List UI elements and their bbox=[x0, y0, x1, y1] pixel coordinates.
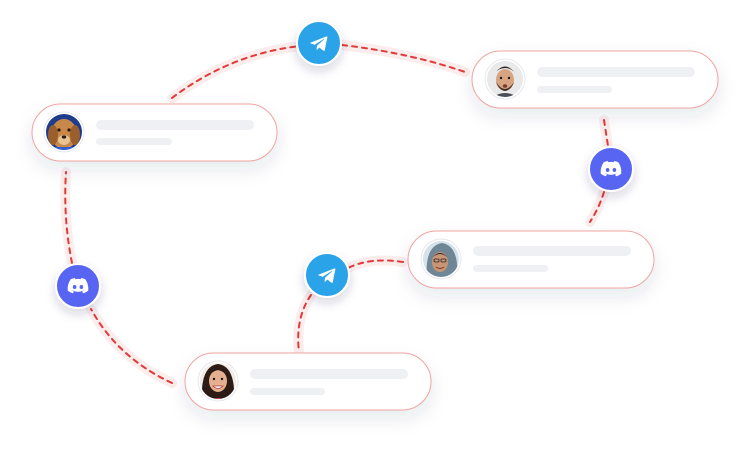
name-placeholder bbox=[473, 246, 631, 256]
edge-telegram-woman bbox=[297, 294, 312, 353]
edge-woman-discord bbox=[90, 308, 173, 384]
discord-icon bbox=[600, 161, 622, 177]
edge-hood-telegram bbox=[347, 259, 404, 269]
message-placeholder bbox=[537, 86, 612, 93]
avatar bbox=[46, 114, 82, 150]
card-background bbox=[184, 352, 432, 411]
card-background bbox=[31, 103, 278, 162]
edge-beard-discord bbox=[603, 119, 609, 147]
connector-layer bbox=[64, 44, 609, 384]
edge-glow-hood-telegram bbox=[343, 255, 408, 273]
message-placeholder bbox=[473, 265, 548, 272]
name-placeholder bbox=[537, 67, 695, 77]
edge-dog-telegram bbox=[171, 45, 301, 99]
edge-telegram-beard bbox=[341, 44, 466, 73]
user-card-man-beard[interactable] bbox=[471, 50, 719, 109]
edge-discord-hood bbox=[589, 191, 605, 223]
avatar bbox=[487, 61, 523, 97]
message-placeholder bbox=[250, 388, 325, 395]
card-background bbox=[407, 230, 655, 289]
user-card-woman-smile[interactable] bbox=[184, 352, 432, 411]
edge-discord-dog bbox=[64, 171, 73, 264]
edge-glow-telegram-beard bbox=[337, 40, 470, 77]
user-card-dog[interactable] bbox=[31, 103, 278, 162]
message-placeholder bbox=[96, 138, 172, 145]
avatar bbox=[423, 241, 459, 277]
user-card-man-hood[interactable] bbox=[407, 230, 655, 289]
discord-badge-left[interactable] bbox=[55, 263, 101, 309]
avatar bbox=[200, 363, 236, 399]
card-background bbox=[471, 50, 719, 109]
edge-glow-woman-discord bbox=[86, 304, 177, 388]
name-placeholder bbox=[96, 120, 254, 130]
telegram-badge-mid[interactable] bbox=[304, 252, 350, 298]
name-placeholder bbox=[250, 369, 408, 379]
edge-glow-dog-telegram bbox=[167, 41, 305, 103]
discord-badge-right[interactable] bbox=[588, 146, 634, 192]
discord-icon bbox=[67, 278, 89, 294]
telegram-badge-top[interactable] bbox=[296, 20, 342, 66]
